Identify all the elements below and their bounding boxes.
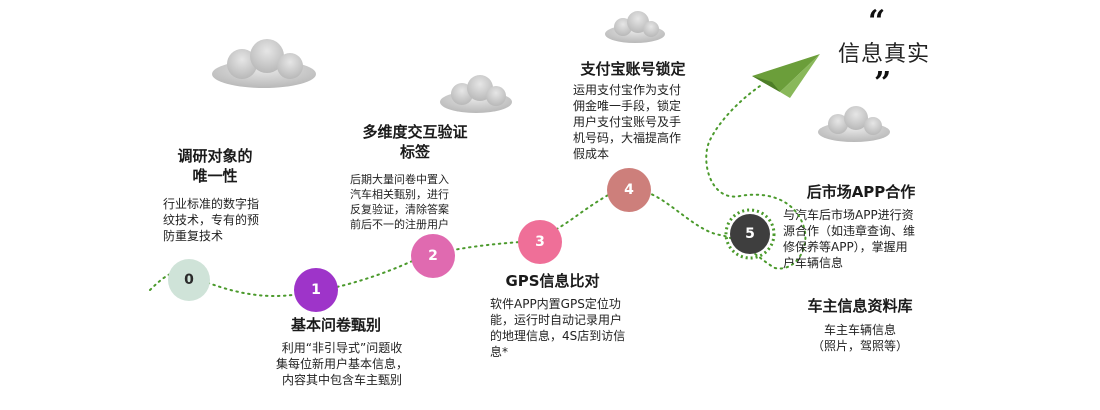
milestone-3-dot: 3 xyxy=(518,220,562,264)
milestone-5-dot: 5 xyxy=(730,214,770,254)
owner-database-title: 车主信息资料库 xyxy=(807,297,913,315)
milestone-1-number: 1 xyxy=(311,282,321,298)
progress-path xyxy=(149,85,807,297)
cloud-icon xyxy=(818,106,890,142)
milestone-4-number: 4 xyxy=(624,182,634,198)
milestone-4-desc: 运用支付宝作为支付 佣金唯一手段，锁定 用户支付宝账号及手 机号码，大福提高作 … xyxy=(573,83,682,161)
milestone-1-dot: 1 xyxy=(294,268,338,312)
milestone-5-title: 后市场APP合作 xyxy=(806,183,916,201)
slogan-open-quote: “ xyxy=(868,4,886,39)
milestone-0-number: 0 xyxy=(184,272,194,288)
node-5-ring xyxy=(724,208,776,260)
milestone-3-number: 3 xyxy=(535,234,545,250)
milestone-0-title: 调研对象的 唯一性 xyxy=(177,147,253,185)
milestone-1-desc: 利用“非引导式”问题收 集每位新用户基本信息， 内容其中包含车主甄别 xyxy=(275,341,408,387)
milestone-1-title: 基本问卷甄别 xyxy=(290,316,381,334)
milestone-2-title: 多维度交互验证 标签 xyxy=(362,123,468,161)
milestone-2-dot: 2 xyxy=(411,234,455,278)
cloud-icon xyxy=(212,39,316,88)
milestone-4-title: 支付宝账号锁定 xyxy=(580,60,686,78)
cloud-icon xyxy=(605,11,665,43)
milestone-3-desc: 软件APP内置GPS定位功 能，运行时自动记录用户 的地理信息，4S店到访信 息… xyxy=(490,297,626,359)
milestone-5-desc: 与汽车后市场APP进行资 源合作（如违章查询、维 修保养等APP），掌握用 户车… xyxy=(783,208,916,270)
cloud-icon xyxy=(440,75,512,113)
milestone-0-dot: 0 xyxy=(168,259,210,301)
milestone-2-number: 2 xyxy=(428,248,438,264)
paper-plane-icon xyxy=(752,54,820,98)
milestone-0-desc: 行业标准的数字指 纹技术，专有的预 防重复技术 xyxy=(163,197,260,243)
owner-database-desc: 车主车辆信息 （照片，驾照等） xyxy=(811,323,908,353)
slogan-close-quote: ” xyxy=(874,66,892,101)
milestone-4-dot: 4 xyxy=(607,168,651,212)
slogan-text: 信息真实 xyxy=(838,42,931,67)
milestone-3-title: GPS信息比对 xyxy=(505,272,600,290)
milestone-2-desc: 后期大量问卷中置入 汽车相关甄别，进行 反复验证，清除答案 前后不一的注册用户 xyxy=(350,173,449,231)
milestone-5-number: 5 xyxy=(745,226,755,242)
